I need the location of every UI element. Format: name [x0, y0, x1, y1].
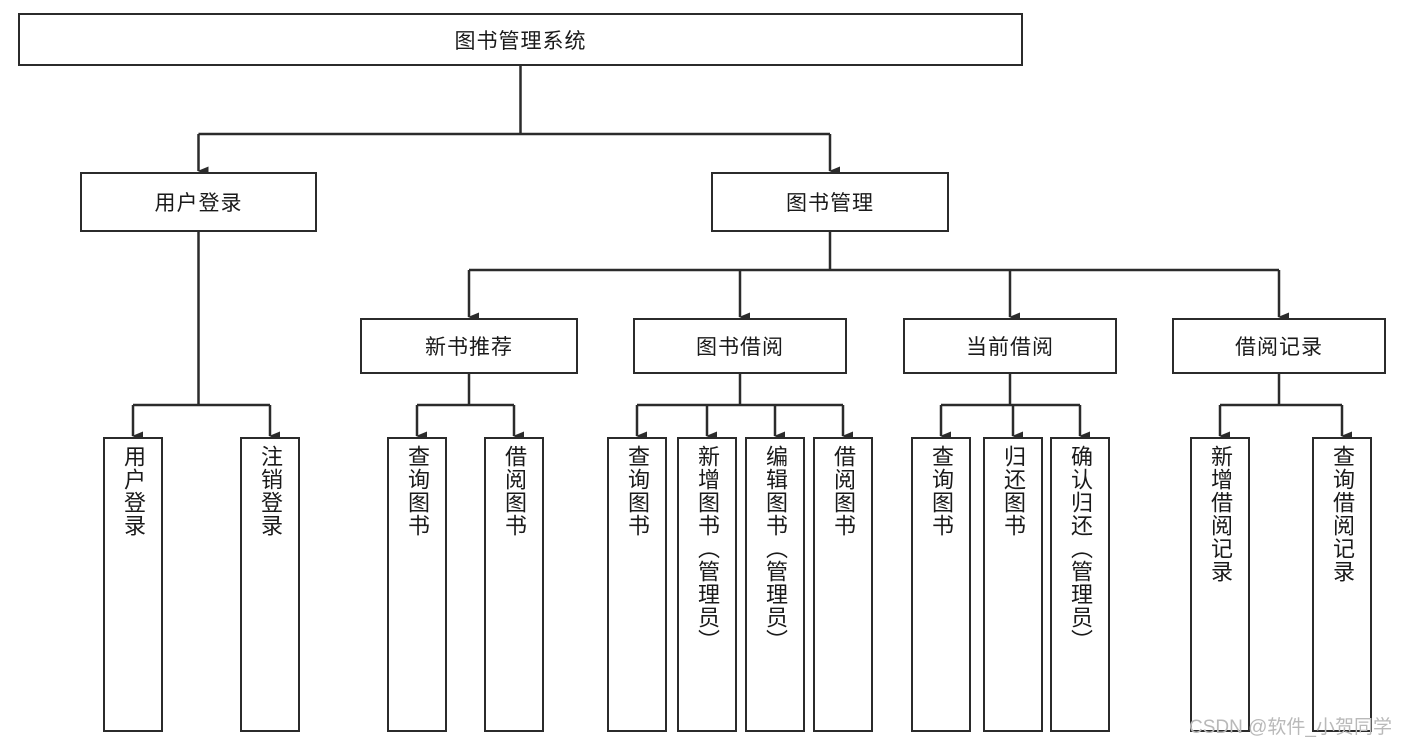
node-label-leaf-records-add: 新增借阅记录	[1207, 445, 1233, 583]
node-label-records: 借阅记录	[1235, 336, 1323, 359]
node-label-leaf-records-query: 查询借阅记录	[1329, 445, 1355, 583]
node-leaf-borrow-edit[interactable]: 编辑图书（管理员）	[745, 437, 805, 732]
node-leaf-records-query[interactable]: 查询借阅记录	[1312, 437, 1372, 732]
node-label-leaf-borrow-edit: 编辑图书（管理员）	[762, 445, 788, 652]
node-leaf-newbook-borrow[interactable]: 借阅图书	[484, 437, 544, 732]
node-label-leaf-current-return: 归还图书	[1000, 445, 1026, 537]
node-label-leaf-newbook-borrow: 借阅图书	[501, 445, 527, 537]
node-newbook[interactable]: 新书推荐	[360, 318, 578, 374]
node-leaf-newbook-query[interactable]: 查询图书	[387, 437, 447, 732]
node-records[interactable]: 借阅记录	[1172, 318, 1386, 374]
node-label-login: 用户登录	[154, 192, 243, 215]
node-root[interactable]: 图书管理系统	[18, 13, 1023, 66]
node-label-leaf-user-logout: 注销登录	[257, 445, 283, 537]
node-label-leaf-borrow-add: 新增图书（管理员）	[694, 445, 720, 652]
node-label-leaf-user-login: 用户登录	[120, 445, 146, 537]
node-label-leaf-newbook-query: 查询图书	[404, 445, 430, 537]
node-current[interactable]: 当前借阅	[903, 318, 1117, 374]
node-leaf-records-add[interactable]: 新增借阅记录	[1190, 437, 1250, 732]
node-label-borrow: 图书借阅	[696, 336, 784, 359]
node-leaf-borrow-add[interactable]: 新增图书（管理员）	[677, 437, 737, 732]
node-leaf-current-query[interactable]: 查询图书	[911, 437, 971, 732]
node-label-leaf-current-query: 查询图书	[928, 445, 954, 537]
node-bookmgmt[interactable]: 图书管理	[711, 172, 949, 232]
node-leaf-borrow-lend[interactable]: 借阅图书	[813, 437, 873, 732]
node-label-newbook: 新书推荐	[425, 336, 513, 359]
csdn-watermark: CSDN @软件_小贺同学	[1189, 717, 1392, 738]
node-borrow[interactable]: 图书借阅	[633, 318, 847, 374]
node-leaf-borrow-query[interactable]: 查询图书	[607, 437, 667, 732]
node-login[interactable]: 用户登录	[80, 172, 317, 232]
node-label-current: 当前借阅	[966, 336, 1054, 359]
node-label-leaf-borrow-lend: 借阅图书	[830, 445, 856, 537]
node-leaf-current-return[interactable]: 归还图书	[983, 437, 1043, 732]
node-leaf-user-logout[interactable]: 注销登录	[240, 437, 300, 732]
node-label-bookmgmt: 图书管理	[786, 192, 874, 215]
node-label-leaf-current-confirm: 确认归还（管理员）	[1067, 445, 1093, 652]
node-label-leaf-borrow-query: 查询图书	[624, 445, 650, 537]
node-label-root: 图书管理系统	[454, 29, 587, 53]
node-leaf-current-confirm[interactable]: 确认归还（管理员）	[1050, 437, 1110, 732]
node-leaf-user-login[interactable]: 用户登录	[103, 437, 163, 732]
